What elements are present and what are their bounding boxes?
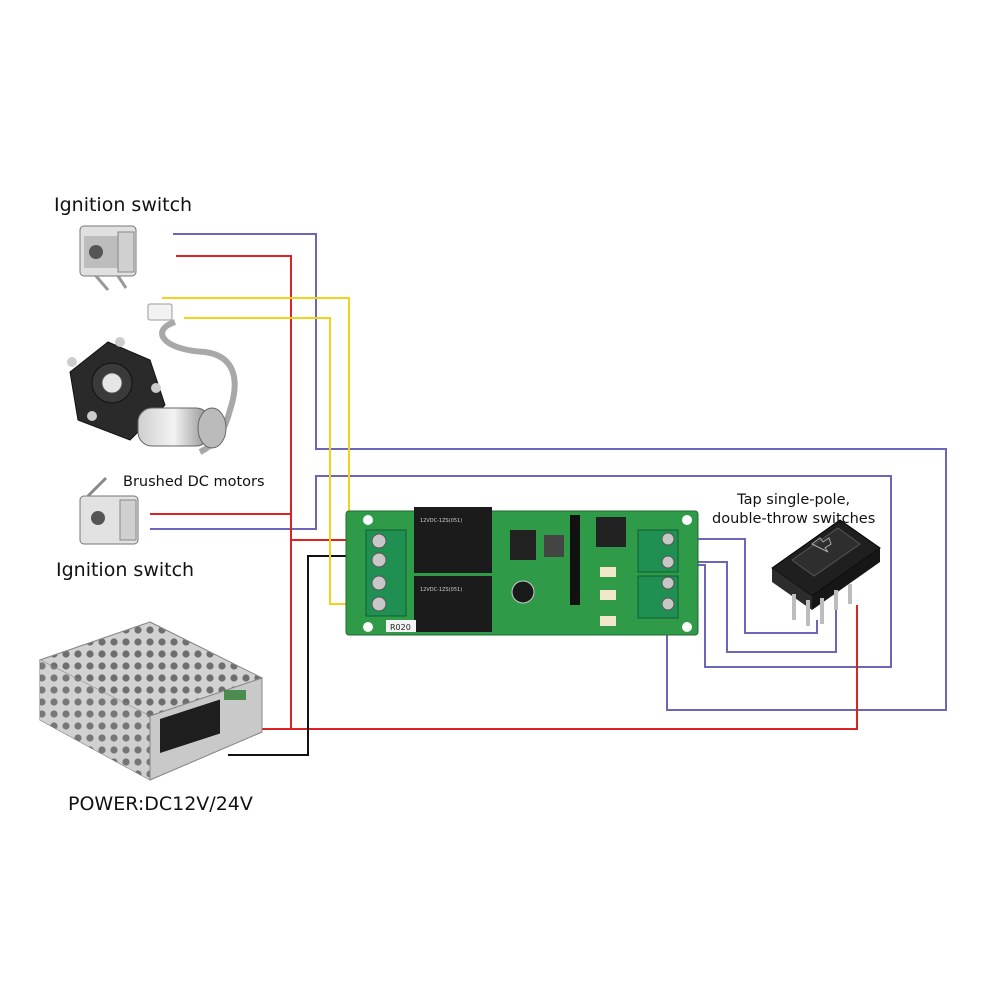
relay1-text: 12VDC-1ZS(051) xyxy=(420,518,462,524)
brushed-dc-motors-label: Brushed DC motors xyxy=(123,474,265,490)
wire-red-power xyxy=(250,605,858,730)
tap-switch-label-line2: double-throw switches xyxy=(712,511,876,527)
wire-blue-top-ignition xyxy=(173,233,947,711)
wire-blue-switch-b xyxy=(668,561,837,653)
power-supply-icon xyxy=(38,621,264,781)
board-silk-label: R020 xyxy=(390,623,411,632)
tap-switch-label-line1: Tap single-pole, xyxy=(737,492,851,508)
wire-black-power xyxy=(228,555,378,756)
power-label: POWER:DC12V/24V xyxy=(68,793,253,815)
tap-switch-label: Tap single-pole, double-throw switches xyxy=(712,491,875,529)
relay-board-icon: 12VDC-1ZS(051) 12VDC-1ZS(051) R020 xyxy=(345,507,699,636)
wire-blue-switch-a xyxy=(668,538,818,634)
dc-motor-icon xyxy=(67,303,238,455)
ignition-switch-icon xyxy=(79,476,139,545)
rocker-switch-icon xyxy=(771,519,881,626)
ignition-switch-bottom-label: Ignition switch xyxy=(56,559,195,581)
wire-blue-bottom-ignition xyxy=(150,475,892,668)
ignition-switch-icon xyxy=(79,225,137,291)
ignition-switch-top-label: Ignition switch xyxy=(54,194,193,216)
wire-red-top-ignition xyxy=(176,255,292,729)
relay2-text: 12VDC-1ZS(051) xyxy=(420,587,462,593)
